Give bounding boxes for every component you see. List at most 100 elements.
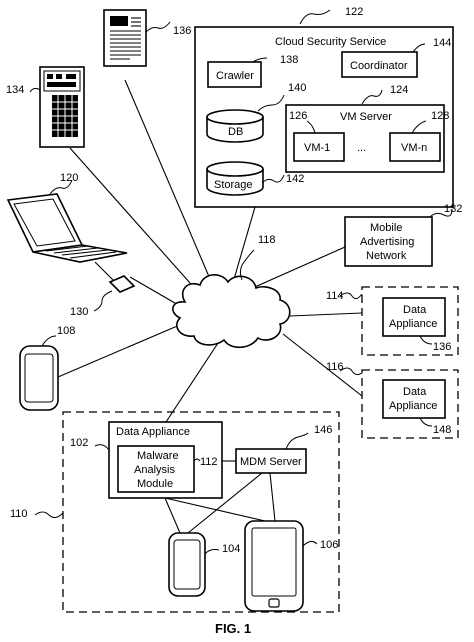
link-document-cloud [124,79,214,287]
link-appliance-phone [164,497,181,534]
leader-118 [239,249,255,281]
ref-122: 122 [345,6,363,18]
storage-cylinder [206,161,264,196]
leader-106 [302,540,318,547]
ref-108: 108 [57,325,75,337]
db-cylinder [206,109,264,143]
ref-138: 138 [280,54,298,66]
cloud-security-service-label: Cloud Security Service [275,36,386,48]
remote-appliance-2-box [382,379,446,419]
vm1-box [293,132,345,162]
leader-126 [306,120,316,134]
smartphone-icon-104 [168,532,206,597]
leader-132 [429,208,453,218]
leader-120 [49,179,73,195]
network-cloud [172,274,291,349]
mobile-advertising-network: Mobile Advertising Network 132 [344,203,462,267]
ref-142: 142 [286,173,304,185]
leader-128 [411,120,427,134]
leader-104 [204,549,220,555]
vmn-label: VM-n [401,142,427,154]
smartphone-icon-left [19,345,59,411]
leader-142 [261,174,285,184]
vmn-box [389,132,441,162]
leader-124 [361,89,383,105]
link-phone-cloud [57,323,183,378]
malware-module-box [117,445,195,493]
leader-134 [29,87,41,93]
man-line3: Network [366,250,407,262]
malware-line1: Malware [137,450,179,462]
data-appliance-label: Data Appliance [116,426,190,438]
remote-site-116: Data Appliance 116 148 [326,361,459,439]
connection-lines [57,79,363,423]
figure-caption: FIG. 1 [215,621,251,636]
malware-line2: Analysis [134,464,175,476]
leader-136-doc [145,21,171,33]
mobile-advertising-network-box [344,216,433,267]
storage-label: Storage [214,179,253,191]
malware-line3: Module [137,478,173,490]
man-line2: Advertising [360,236,414,248]
leader-144 [412,43,426,53]
cloud-security-service: Cloud Security Service 122 Crawler 138 C… [194,6,454,208]
remote-site-114: Data Appliance 114 136 [326,286,459,356]
leader-130 [93,290,113,312]
ref-102: 102 [70,437,88,449]
leader-112 [193,458,201,462]
crawler-label: Crawler [216,70,254,82]
remote-appliance-2-line1: Data [403,386,427,398]
enterprise-network: 110 Data Appliance 102 Malware Analysis … [10,411,340,613]
ref-146: 146 [314,424,332,436]
ref-136-app: 136 [433,341,451,353]
link-laptop-cloud [129,276,181,307]
remote-appliance-1-box [382,297,446,337]
ref-144: 144 [433,37,451,49]
ref-128: 128 [431,110,449,122]
ref-118: 118 [258,234,276,246]
coordinator-label: Coordinator [350,60,408,72]
crawler-box [207,61,262,88]
leader-114 [339,292,363,300]
link-appliance1-cloud [289,312,363,317]
ref-140: 140 [288,82,306,94]
ref-132: 132 [444,203,462,215]
remote-site-114-border [361,286,459,356]
leader-102 [94,444,110,451]
leader-108 [41,335,57,347]
ref-106: 106 [320,539,338,551]
ref-110: 110 [10,508,28,520]
db-label: DB [228,126,243,138]
link-mdm-phone [187,472,263,534]
document-icon [103,9,147,67]
coordinator-box [341,51,418,78]
ref-134: 134 [6,84,24,96]
mdm-server-label: MDM Server [240,456,302,468]
ref-116: 116 [326,361,344,373]
server-icon [39,66,85,148]
link-appliance2-cloud [282,333,363,397]
ref-114: 114 [326,290,344,302]
leader-136-app [419,335,433,345]
laptop-icon [6,193,128,263]
leader-138 [252,57,268,63]
ref-148: 148 [433,424,451,436]
link-enterprise-cloud [165,339,221,423]
ref-120: 120 [60,172,78,184]
remote-appliance-2-line2: Appliance [389,400,437,412]
leader-140 [257,94,285,112]
leader-110 [34,511,64,519]
ref-112: 112 [200,456,218,468]
ref-130: 130 [70,306,88,318]
remote-site-116-border [361,369,459,439]
leader-148 [419,417,433,427]
vm-server-label: VM Server [340,111,392,123]
link-server-cloud [69,147,199,293]
tablet-icon-106 [244,520,304,612]
remote-appliance-1-line2: Appliance [389,318,437,330]
link-appliance-tablet [164,497,266,522]
ref-104: 104 [222,543,240,555]
enterprise-network-border [62,411,340,613]
ref-126: 126 [289,110,307,122]
